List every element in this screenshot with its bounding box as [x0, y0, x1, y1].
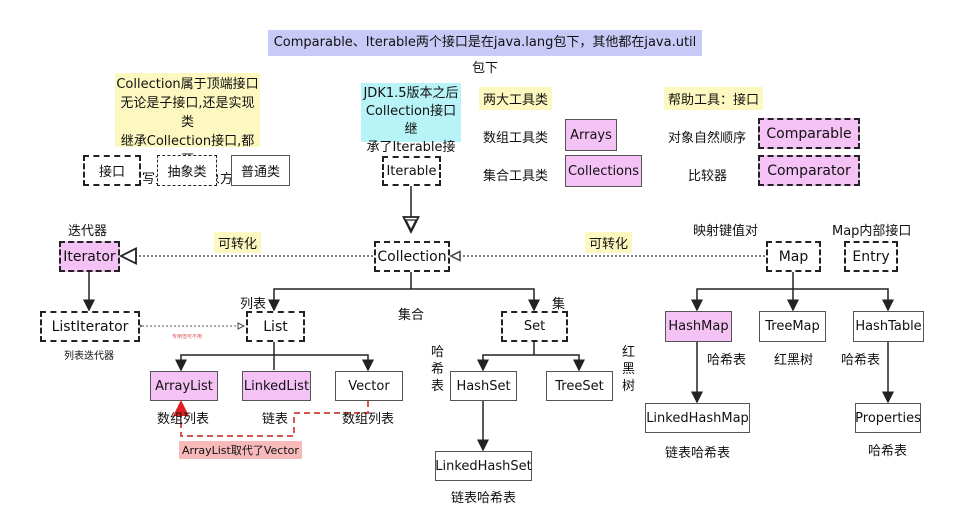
edge-map-hashmap	[691, 288, 793, 312]
convertible-right-label: 可转化	[585, 232, 633, 253]
node-tree-map[interactable]: TreeMap	[759, 311, 826, 342]
legend-normal-class: 普通类	[231, 155, 290, 186]
vector-caption: 数组列表	[342, 412, 395, 427]
set-caption: 集	[552, 297, 566, 312]
linked-hash-map-caption: 链表哈希表	[665, 446, 731, 461]
node-set[interactable]: Set	[501, 311, 568, 342]
tree-set-vertical-caption: 红黑树	[622, 345, 636, 394]
node-map[interactable]: Map	[766, 241, 821, 272]
collection-caption: 集合	[398, 308, 425, 323]
note-line: 无论是子接口,还是实现类	[120, 96, 255, 130]
legend-interface: 接口	[83, 155, 141, 186]
hash-set-vertical-caption: 哈希表	[431, 345, 445, 394]
properties-caption: 哈希表	[868, 444, 908, 459]
node-collection[interactable]: Collection	[374, 241, 450, 272]
package-banner: Comparable、Iterable两个接口是在java.lang包下，其他都…	[268, 30, 702, 76]
edge-collection-set	[411, 288, 540, 312]
edge-iterable-collection-head2	[405, 219, 417, 232]
array-tool-label: 数组工具类	[483, 131, 549, 146]
edge-list-vector	[274, 354, 374, 372]
node-array-list[interactable]: ArrayList	[150, 371, 218, 401]
node-list[interactable]: List	[246, 311, 305, 342]
node-linked-hash-map[interactable]: LinkedHashMap	[645, 403, 750, 433]
node-iterator[interactable]: Iterator	[59, 241, 120, 272]
note-line: Collection属于顶端接口	[116, 77, 259, 92]
node-properties[interactable]: Properties	[855, 403, 921, 433]
node-iterable[interactable]: Iterable	[382, 156, 441, 186]
node-entry[interactable]: Entry	[844, 241, 898, 272]
node-hash-set[interactable]: HashSet	[450, 371, 517, 401]
hash-map-caption: 哈希表	[707, 353, 747, 368]
collection-tool-label: 集合工具类	[483, 169, 549, 184]
node-linked-hash-set[interactable]: LinkedHashSet	[435, 451, 532, 481]
entry-caption: Map内部接口	[832, 224, 912, 239]
edge-map-hashtable	[793, 288, 894, 312]
legend-abstract-class: 抽象类	[157, 155, 217, 186]
two-tools-heading: 两大工具类	[479, 87, 553, 110]
node-comparable[interactable]: Comparable	[758, 118, 860, 149]
note-line: Collection接口继	[365, 104, 457, 137]
list-iterator-caption: 列表迭代器	[64, 351, 114, 362]
note-line: JDK1.5版本之后	[363, 86, 459, 101]
tree-map-caption: 红黑树	[774, 353, 814, 368]
node-tree-set[interactable]: TreeSet	[546, 371, 613, 401]
node-collections[interactable]: Collections	[565, 155, 642, 187]
node-arrays[interactable]: Arrays	[565, 119, 617, 151]
iterator-caption: 迭代器	[68, 224, 108, 239]
hash-table-caption: 哈希表	[841, 353, 881, 368]
node-linked-list[interactable]: LinkedList	[242, 371, 311, 401]
collection-top-note: Collection属于顶端接口 无论是子接口,还是实现类 继承Collecti…	[115, 73, 260, 187]
array-list-caption: 数组列表	[157, 412, 210, 427]
node-list-iterator[interactable]: ListIterator	[40, 311, 140, 342]
list-iterator-link-note: 专用但可不用	[172, 334, 203, 340]
helper-tools-heading: 帮助工具：接口	[664, 87, 764, 110]
edge-list-arraylist	[175, 354, 274, 372]
node-comparator[interactable]: Comparator	[758, 155, 860, 186]
edge-set-treeset	[534, 354, 585, 372]
comparator-label: 比较器	[688, 169, 728, 184]
list-caption: 列表	[240, 297, 267, 312]
edge-set-hashset	[477, 354, 534, 372]
node-vector[interactable]: Vector	[335, 371, 403, 401]
linked-hash-set-caption: 链表哈希表	[451, 491, 517, 506]
map-caption: 映射键值对	[693, 224, 759, 239]
convertible-left-label: 可转化	[214, 232, 262, 253]
linked-list-caption: 链表	[262, 412, 289, 427]
node-hash-map[interactable]: HashMap	[665, 311, 732, 342]
edge-vector-arraylist-replace	[173, 400, 369, 437]
jdk15-note: JDK1.5版本之后 Collection接口继 承了Iterable接口	[361, 83, 461, 173]
natural-order-label: 对象自然顺序	[668, 131, 747, 146]
node-hash-table[interactable]: HashTable	[853, 311, 924, 342]
edge-collection-list	[268, 288, 411, 312]
replace-note: ArrayList取代了Vector	[179, 441, 302, 459]
